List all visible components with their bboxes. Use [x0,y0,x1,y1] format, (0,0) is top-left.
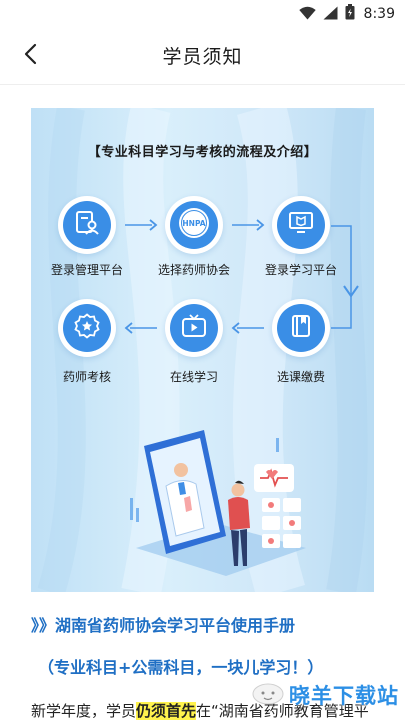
user-document-icon [74,210,100,240]
step-course-payment-circle [277,304,325,352]
step-select-association-circle: HNPA [170,201,218,249]
body-paragraph: 新学年度，学员仍须首先在“湖南省药师教育管理平 [31,700,405,721]
battery-icon [345,4,355,24]
association-logo-text: HNPA [182,219,205,228]
step-assessment-circle [63,304,111,352]
banner-title: 【专业科目学习与考核的流程及介绍】 [87,145,318,160]
status-icons: 8:39 [298,4,395,24]
arrow-left-icon [124,322,157,334]
step-label: 在线学习 [169,370,218,384]
monitor-book-icon [288,211,314,239]
arrow-down-connector-icon [331,225,359,329]
page-title: 学员须知 [162,46,243,68]
watermark-text: 晓羊下载站 [289,684,399,708]
app-bar: 学员须知 [0,28,405,85]
process-banner: 【专业科目学习与考核的流程及介绍】 登录管理平台 HNPA 选择药师协会 [31,108,374,592]
body-text-highlight: 仍须首先 [136,702,197,720]
step-label: 选课缴费 [276,370,325,384]
back-button[interactable] [14,40,46,72]
doctor-phone-illustration [130,430,306,576]
body-text-prefix: 新学年度，学员 [31,702,137,720]
arrow-right-icon [125,219,158,231]
book-icon [290,314,312,342]
step-label: 登录学习平台 [264,263,337,277]
step-label: 登录管理平台 [50,263,123,277]
body-text-suffix: 在“湖南省药师教育管理平 [196,702,369,720]
award-medal-icon [74,313,100,343]
status-time: 8:39 [363,6,395,22]
arrow-right-icon [232,219,265,231]
step-label: 选择药师协会 [157,263,230,277]
step-login-management-circle [63,201,111,249]
arrow-left-icon [231,322,264,334]
step-login-learning-circle [277,201,325,249]
signal-icon [323,5,338,24]
sheep-logo-icon [251,680,285,710]
status-bar: 8:39 [0,0,405,28]
wifi-icon [298,5,316,24]
chevron-left-icon [23,43,37,69]
step-online-learning-circle [170,304,218,352]
manual-subheading: （专业科目+公需科目，一块儿学习！） [38,658,324,677]
manual-heading: 》》湖南省药师协会学习平台使用手册 [31,616,296,635]
site-watermark: 晓羊下载站 [251,680,399,710]
association-logo-icon: HNPA [177,206,211,244]
video-play-icon [181,314,207,342]
step-label: 药师考核 [62,370,111,384]
